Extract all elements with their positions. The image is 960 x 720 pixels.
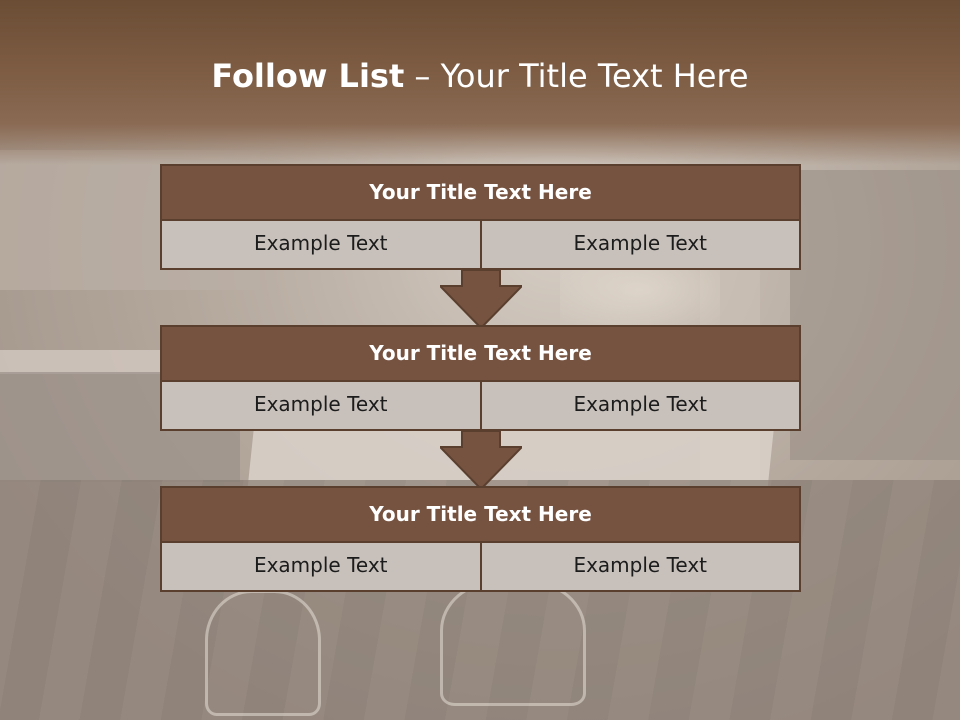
follow-block-3: Your Title Text Here Example Text Exampl…	[160, 486, 801, 592]
block-title: Your Title Text Here	[160, 164, 801, 221]
block-title: Your Title Text Here	[160, 325, 801, 382]
background-wall	[790, 170, 960, 460]
block-cell-right: Example Text	[481, 221, 801, 270]
block-cell-left: Example Text	[160, 221, 482, 270]
down-arrow-icon	[440, 270, 522, 328]
block-row: Example Text Example Text	[160, 543, 801, 592]
block-cell-left: Example Text	[160, 543, 482, 592]
block-cell-right: Example Text	[481, 382, 801, 431]
slide-title-rest: – Your Title Text Here	[404, 57, 749, 95]
down-arrow-icon	[440, 431, 522, 489]
block-row: Example Text Example Text	[160, 382, 801, 431]
block-title: Your Title Text Here	[160, 486, 801, 543]
block-cell-left: Example Text	[160, 382, 482, 431]
block-cell-right: Example Text	[481, 543, 801, 592]
follow-block-1: Your Title Text Here Example Text Exampl…	[160, 164, 801, 270]
block-row: Example Text Example Text	[160, 221, 801, 270]
slide-title-bold: Follow List	[211, 57, 405, 95]
slide-title: Follow List – Your Title Text Here	[0, 52, 960, 100]
header-band	[0, 0, 960, 165]
follow-block-2: Your Title Text Here Example Text Exampl…	[160, 325, 801, 431]
